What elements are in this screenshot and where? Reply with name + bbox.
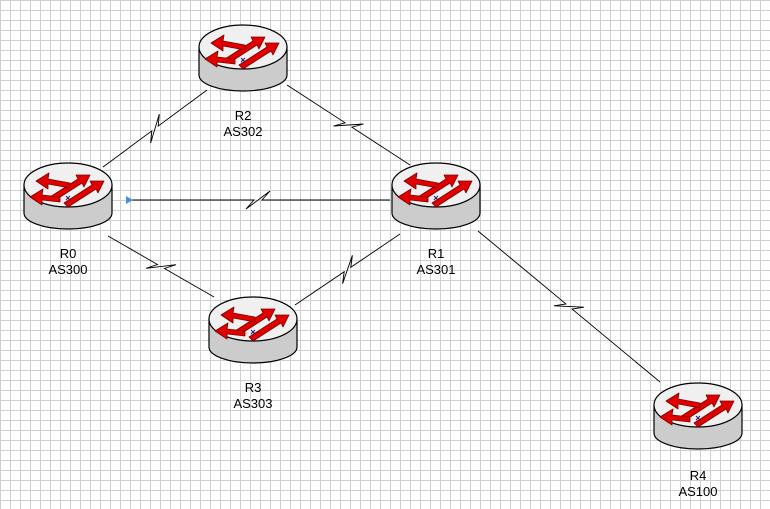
router-as: AS100 — [678, 484, 718, 499]
router-r3[interactable] — [205, 287, 301, 369]
router-r3-label: R3 AS303 — [193, 380, 313, 412]
router-icon — [195, 15, 291, 97]
router-name: R2 — [234, 108, 252, 123]
router-name: R3 — [244, 380, 262, 395]
router-as: AS303 — [233, 396, 273, 411]
serial-link-r2-r1[interactable] — [286, 84, 411, 166]
serial-link-r3-r1[interactable] — [294, 233, 401, 306]
router-r2[interactable] — [195, 15, 291, 97]
serial-link-r0-r1[interactable] — [126, 190, 390, 210]
serial-link-r0-r3[interactable] — [107, 235, 215, 298]
router-r4-label: R4 AS100 — [638, 468, 758, 500]
router-r1[interactable] — [388, 153, 484, 235]
serial-link-r0-r2[interactable] — [102, 89, 208, 168]
router-icon — [20, 153, 116, 235]
router-name: R1 — [427, 246, 445, 261]
link-endpoint-marker — [126, 196, 133, 204]
router-as: AS300 — [48, 262, 88, 277]
router-r1-label: R1 AS301 — [376, 246, 496, 278]
serial-link-r1-r4[interactable] — [477, 230, 661, 383]
router-name: R0 — [59, 246, 77, 261]
router-name: R4 — [689, 468, 707, 483]
router-r4[interactable] — [650, 373, 746, 455]
router-r0-label: R0 AS300 — [8, 246, 128, 278]
router-as: AS302 — [223, 124, 263, 139]
router-icon — [650, 373, 746, 455]
router-icon — [388, 153, 484, 235]
router-r0[interactable] — [20, 153, 116, 235]
router-icon — [205, 287, 301, 369]
router-r2-label: R2 AS302 — [183, 108, 303, 140]
router-as: AS301 — [416, 262, 456, 277]
